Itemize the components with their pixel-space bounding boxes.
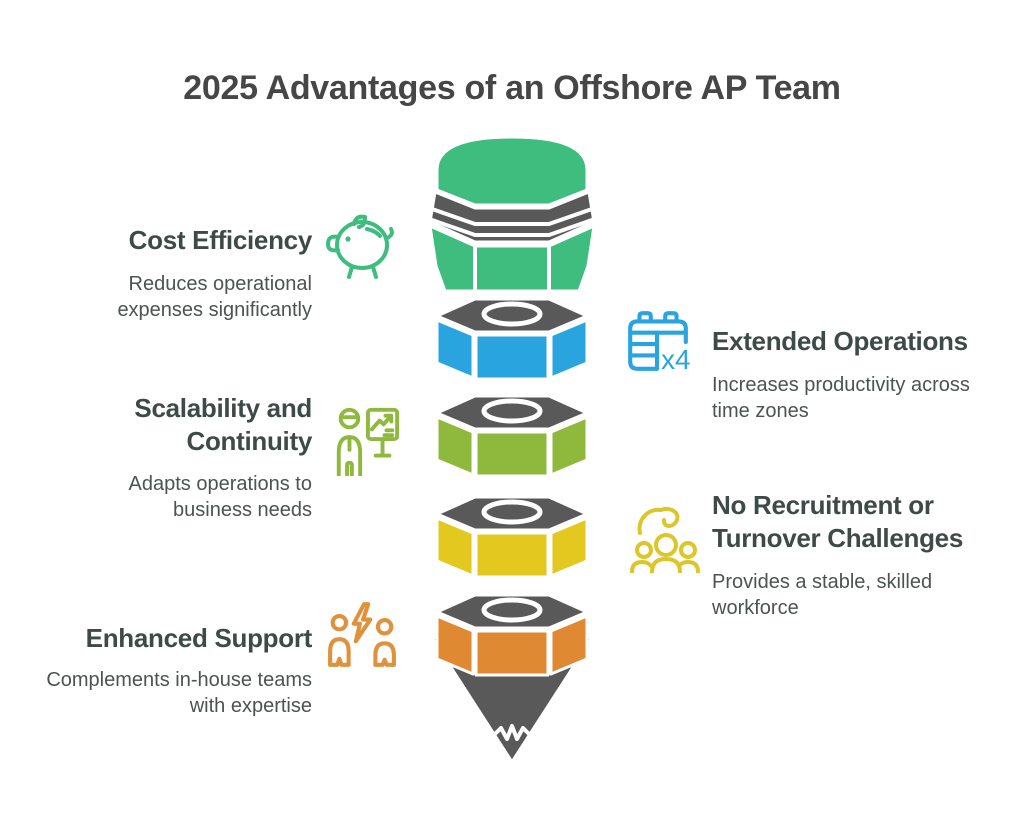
- feature-cost-efficiency-description: Reduces operational expenses significant…: [12, 272, 312, 323]
- team-hand-icon: [630, 501, 700, 573]
- feature-scalability-description: Adapts operations to business needs: [12, 472, 312, 523]
- body-line: Increases productivity across: [712, 374, 970, 396]
- pencil-stack-illustration: [428, 135, 596, 764]
- heading-line: Continuity: [186, 426, 312, 456]
- page-title: 2025 Advantages of an Offshore AP Team: [183, 68, 841, 107]
- presenter-chart-icon: [330, 404, 402, 476]
- heading-line: Extended Operations: [712, 326, 968, 356]
- pencil-segment-blue: [435, 297, 589, 381]
- feature-scalability-heading: Scalability and Continuity: [12, 392, 312, 458]
- body-line: Provides a stable, skilled: [712, 571, 933, 593]
- feature-enhanced-support-description: Complements in-house teams with expertis…: [12, 668, 312, 719]
- body-line: expenses significantly: [117, 298, 312, 321]
- ferrule-stripe: [430, 207, 594, 226]
- feature-no-recruitment-description: Provides a stable, skilled workforce: [712, 570, 1002, 621]
- pencil-ferrule: [428, 190, 596, 244]
- pencil-segment-lime: [435, 394, 589, 478]
- pencil-segment-orange: [435, 593, 589, 677]
- feature-extended-operations-description: Increases productivity across time zones: [712, 373, 1002, 424]
- heading-line: No Recruitment or: [712, 490, 934, 520]
- body-line: Adapts operations to: [128, 473, 312, 495]
- heading-line: Turnover Challenges: [712, 523, 963, 553]
- feature-extended-operations-heading: Extended Operations: [712, 325, 1002, 358]
- pencil-eraser: [435, 135, 589, 207]
- piggy-bank-icon: [320, 210, 398, 280]
- calendar-x4-label: x4: [661, 344, 690, 375]
- heading-line: Scalability and: [134, 393, 312, 423]
- body-line: workforce: [712, 596, 799, 619]
- people-lightning-icon: [326, 600, 398, 668]
- body-line: business needs: [173, 498, 312, 521]
- ferrule-stripe: [430, 218, 594, 237]
- heading-line: Enhanced Support: [85, 623, 313, 653]
- feature-enhanced-support-heading: Enhanced Support: [12, 622, 313, 655]
- body-line: Complements in-house teams: [46, 669, 312, 691]
- body-line: time zones: [712, 399, 809, 422]
- feature-cost-efficiency-heading: Cost Efficiency: [12, 224, 313, 257]
- body-line: with expertise: [189, 694, 312, 717]
- body-line: Reduces operational: [128, 273, 312, 295]
- calendar-x4-icon: x4: [624, 308, 692, 376]
- heading-line: Cost Efficiency: [128, 225, 313, 255]
- feature-no-recruitment-heading: No Recruitment or Turnover Challenges: [712, 489, 1002, 555]
- pencil-segment-yellow: [435, 495, 589, 579]
- pencil-green-body: [428, 224, 596, 293]
